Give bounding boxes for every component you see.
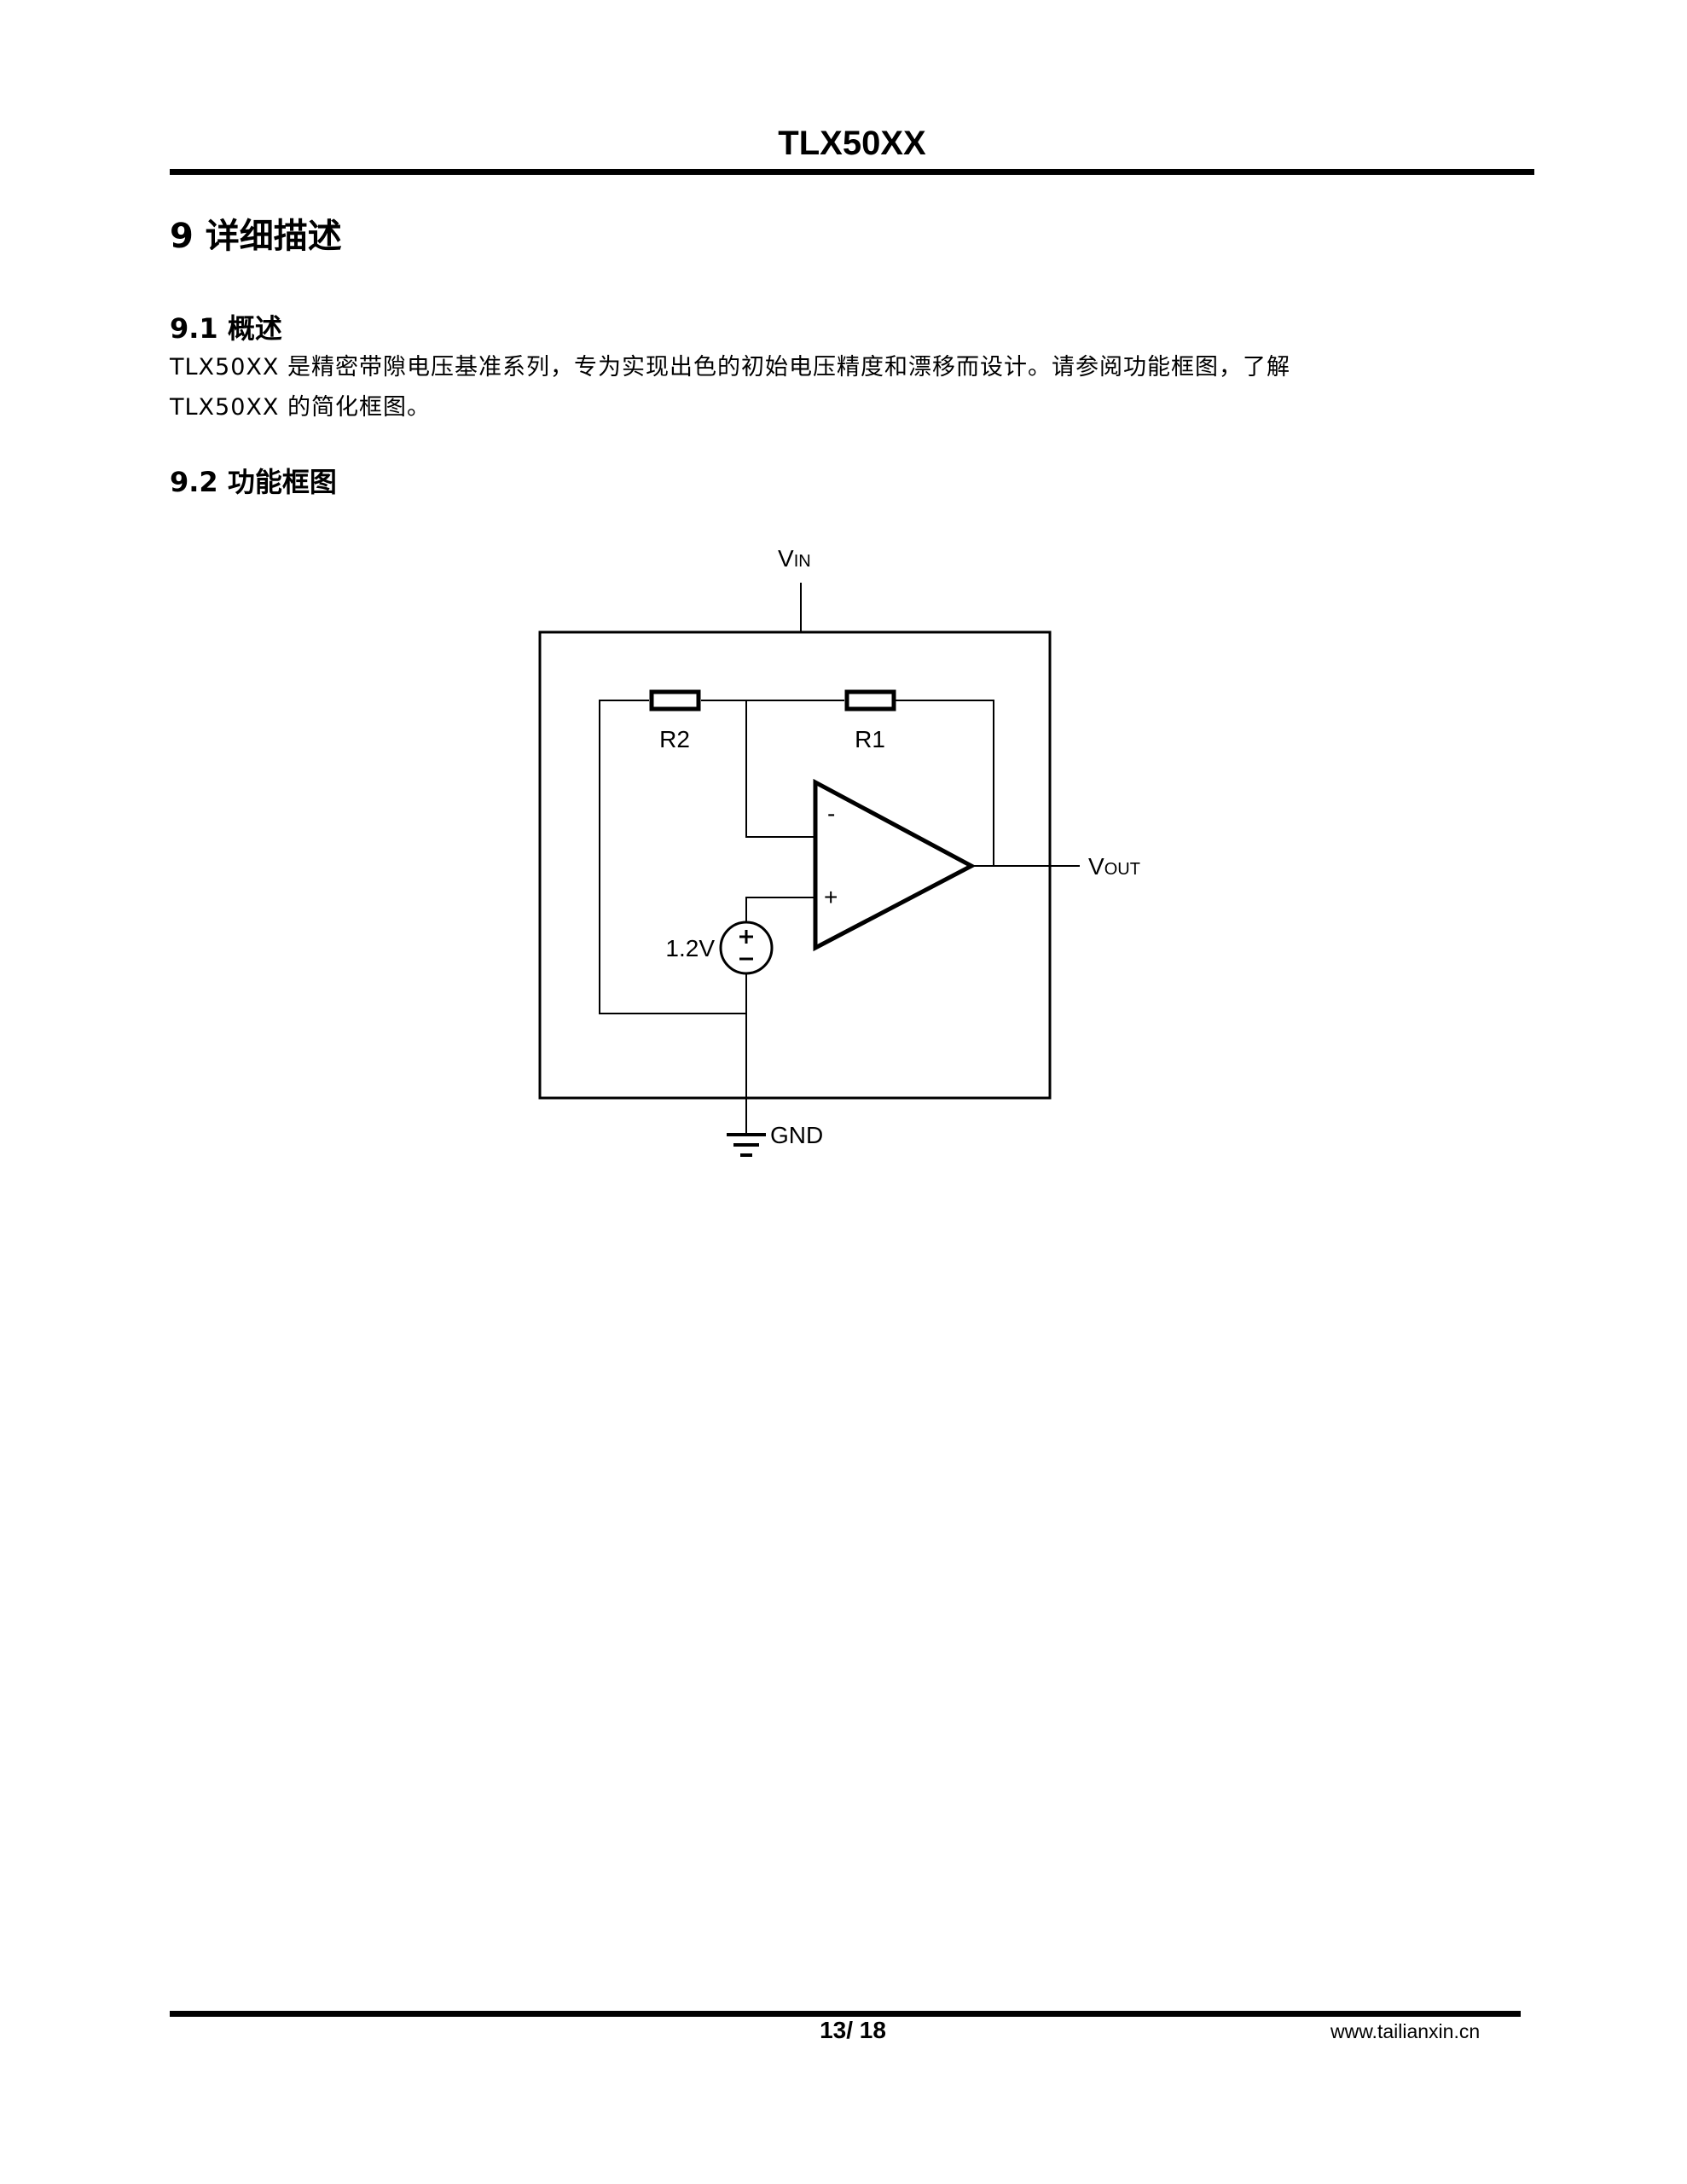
document-title: TLX50XX [778,125,926,162]
inverting-input-wire [745,700,815,838]
r2-label: R2 [659,726,690,752]
inverting-input-sign: - [827,800,835,827]
voltage-source [719,921,774,975]
r1-output-wire [896,700,994,866]
website-link[interactable]: www.tailianxin.cn [1330,2020,1481,2042]
opamp-triangle [813,778,977,952]
page-number: 13/ 18 [820,2017,886,2043]
r1-label: R1 [855,726,885,752]
r2-ground-wire [599,700,746,1014]
noninverting-input-wire [745,897,815,922]
gnd-label: GND [770,1122,823,1148]
source-voltage-label: 1.2V [665,935,715,961]
block-diagram-heading: 9.2 功能框图 [170,466,337,498]
footer-rule [170,2011,1521,2017]
overview-line-2: TLX50XX 的简化框图。 [170,394,431,421]
noninverting-input-sign: + [824,884,838,910]
vout-label: VOUT [1088,853,1140,880]
r1-resistor [844,689,896,712]
section-heading: 9 详细描述 [170,217,342,256]
functional-block-diagram: VIN VOUT GND R2 R1 1.2V - + [538,545,1140,1157]
vin-label: VIN [778,545,811,572]
r2-resistor [649,689,701,712]
overview-line-1: TLX50XX 是精密带隙电压基准系列，专为实现出色的初始电压精度和漂移而设计。… [170,354,1290,380]
overview-heading: 9.1 概述 [170,312,282,345]
header-rule [170,169,1534,175]
